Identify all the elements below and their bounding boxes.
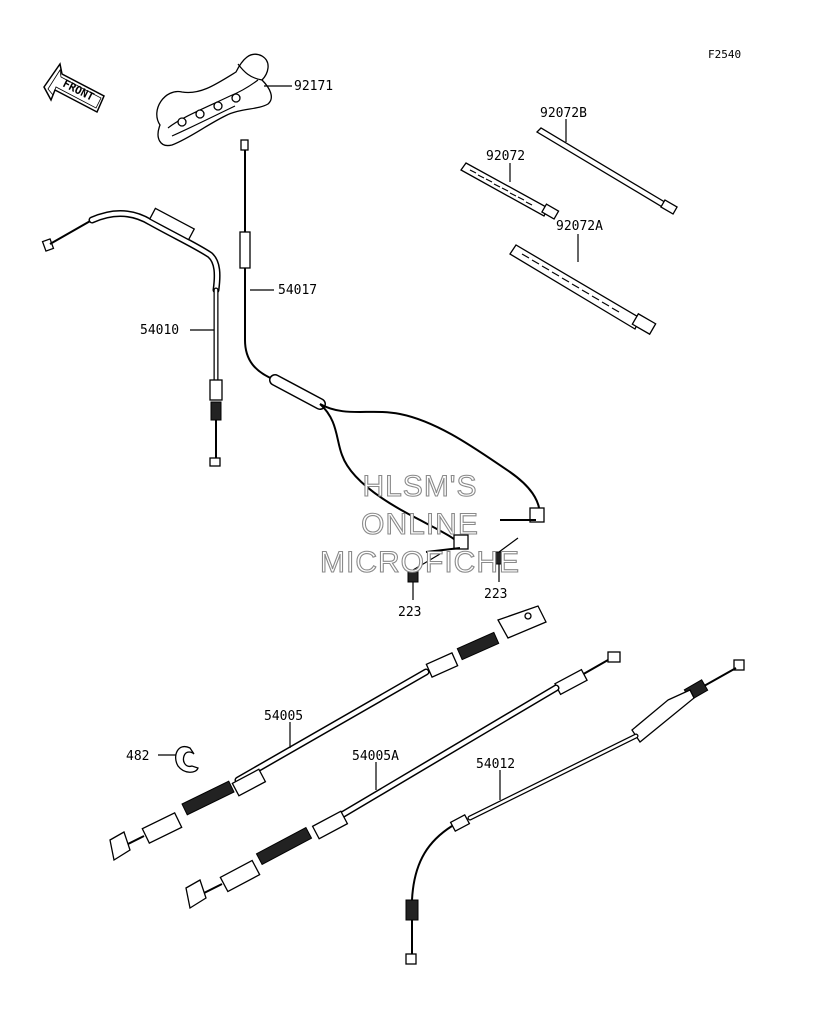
figure-code: F2540 [708,48,741,61]
part-54012-cable-icon [405,659,745,965]
label-92072A: 92072A [556,219,603,234]
label-54017: 54017 [278,283,317,298]
watermark-line-1: HLSM'S [362,470,477,503]
label-92072B: 92072B [540,106,587,121]
label-92072: 92072 [486,149,525,164]
label-92171: 92171 [294,79,333,94]
front-arrow-icon: FRONT [43,62,105,114]
part-54005A-brake-cable-icon [185,651,621,910]
label-54005A: 54005A [352,749,399,764]
part-223-left-grommet-icon [407,553,441,600]
part-92171-clamp-icon [156,53,292,147]
part-482-circlip-icon [158,745,199,773]
part-92072A-cable-tie-icon [509,234,657,336]
part-92072-cable-tie-icon [460,162,560,220]
part-54005-brake-cable-icon [109,605,547,862]
label-54005: 54005 [264,709,303,724]
part-92072B-cable-tie-icon [535,119,678,215]
label-54010: 54010 [140,323,179,338]
label-54012: 54012 [476,757,515,772]
label-482: 482 [126,749,149,764]
part-54017-choke-cable-icon [239,139,545,553]
label-223-left: 223 [398,605,421,620]
label-223-right: 223 [484,587,507,602]
watermark-line-2: ONLINE [361,508,479,541]
part-54010-throttle-cable-icon [41,207,223,467]
watermark-line-3: MICROFICHE [320,546,520,579]
watermark: HLSM'S ONLINE MICROFICHE [319,469,520,579]
part-223-right-grommet-icon [493,537,519,582]
